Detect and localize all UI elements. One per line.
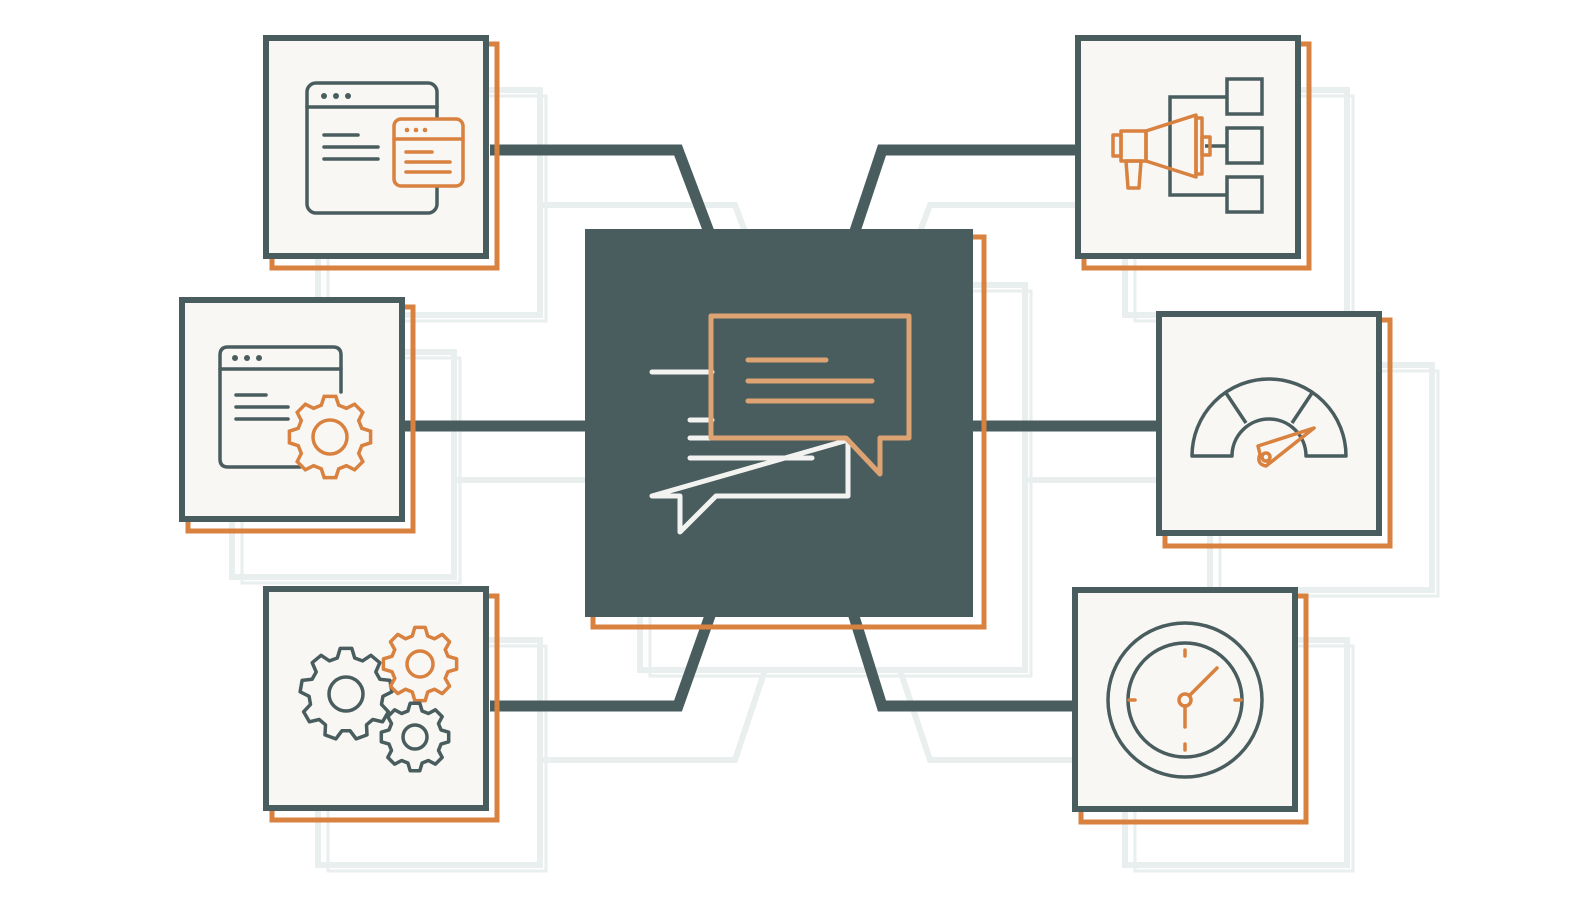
chat-bubbles-icon bbox=[649, 313, 912, 535]
node-performance bbox=[1156, 311, 1393, 549]
megaphone-hierarchy-icon bbox=[1111, 77, 1264, 214]
connector-bottom-left bbox=[490, 608, 718, 712]
node-web-windows bbox=[263, 35, 500, 271]
gears-icon bbox=[298, 625, 459, 773]
speedometer-icon bbox=[1190, 377, 1348, 468]
node-web-settings bbox=[179, 297, 416, 534]
node-automation bbox=[263, 586, 500, 823]
browser-gear-icon bbox=[218, 345, 373, 480]
connector-bottom-right bbox=[846, 608, 1080, 712]
browser-windows-icon bbox=[305, 81, 465, 215]
clock-icon bbox=[1106, 621, 1264, 779]
center-node bbox=[585, 229, 987, 630]
node-marketing-hierarchy bbox=[1075, 35, 1312, 271]
connectors bbox=[405, 144, 1160, 712]
node-timing bbox=[1072, 587, 1309, 825]
connector-top-right bbox=[846, 144, 1080, 242]
connector-top-left bbox=[490, 144, 718, 242]
